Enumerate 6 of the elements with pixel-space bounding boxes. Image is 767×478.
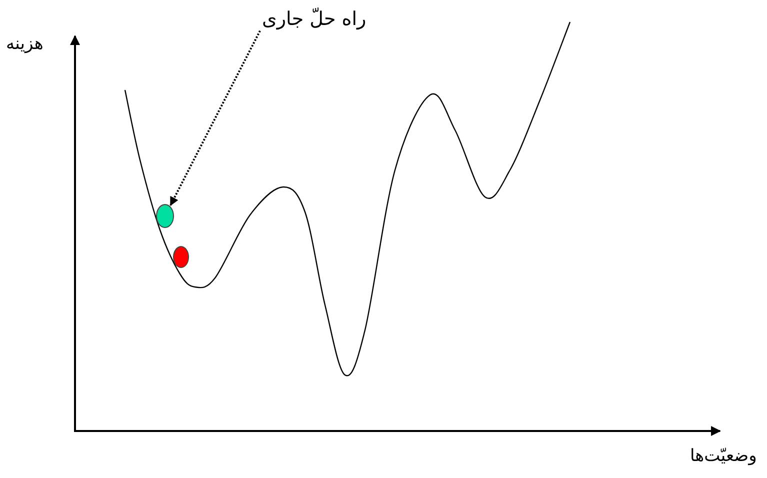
solution-label: راه حلّ جاری <box>262 8 366 31</box>
arrow <box>170 30 261 206</box>
axis-label: هزینه <box>6 34 44 54</box>
solution-marker <box>156 204 174 228</box>
solution-marker <box>173 246 189 268</box>
axis-label: وضعیّت‌ها <box>690 446 757 466</box>
